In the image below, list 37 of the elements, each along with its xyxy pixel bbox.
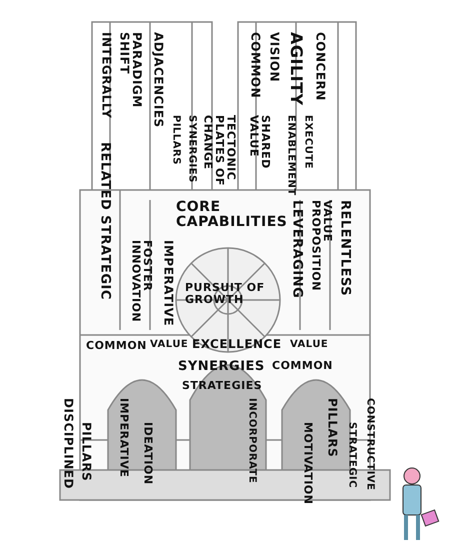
- word-label: PILLARS: [170, 115, 180, 165]
- word-label: STRATEGIC: [346, 422, 356, 488]
- word-label: DISCIPLINED: [62, 398, 75, 489]
- word-label: ENABLEMENT: [285, 115, 296, 196]
- word-label: IDEATION: [142, 422, 154, 485]
- word-label: MOTIVATION: [302, 422, 314, 504]
- word-label: RELENTLESS: [338, 200, 352, 296]
- word-label: EXECUTE: [302, 115, 312, 169]
- word-label: STRATEGIES: [182, 380, 262, 392]
- word-label: RELATED STRATEGIC: [98, 142, 112, 300]
- word-label: IMPERATIVE: [118, 398, 130, 478]
- word-label: COMMON: [272, 360, 333, 372]
- word-label: PARADIGM SHIFT: [118, 32, 144, 110]
- word-label: LEVERAGING: [290, 200, 304, 298]
- word-label: VISION: [268, 32, 281, 82]
- word-label: IMPERATIVE: [162, 240, 175, 326]
- word-label: CORE CAPABILITIES: [176, 200, 288, 230]
- word-label: VALUE: [150, 340, 188, 350]
- word-label: VALUE PROPOSITION: [310, 200, 334, 293]
- word-label: INTEGRALLY: [100, 32, 113, 118]
- word-label: SHARED VALUE: [248, 115, 272, 171]
- word-label: CONSTRUCTIVE: [364, 398, 374, 491]
- word-label: FOSTER INNOVATION: [130, 240, 154, 324]
- word-label: COMMON: [86, 340, 147, 352]
- word-label: INCORPORATE: [246, 398, 256, 484]
- word-label: COMMON: [249, 32, 262, 98]
- word-label: PILLARS: [326, 398, 339, 458]
- word-label: ADJACENCIES: [152, 32, 165, 128]
- word-label: SYNERGIES: [186, 115, 196, 183]
- word-label: AGILITY: [287, 32, 304, 106]
- word-label: EXCELLENCE: [192, 338, 282, 351]
- word-label: VALUE: [290, 340, 328, 350]
- word-label: PILLARS: [80, 422, 93, 482]
- word-label: TECTONIC PLATES OF CHANGE: [202, 115, 237, 188]
- word-label: PURSUIT OF GROWTH: [185, 282, 266, 306]
- word-label: SYNERGIES: [178, 360, 265, 374]
- word-label: CONCERN: [314, 32, 327, 101]
